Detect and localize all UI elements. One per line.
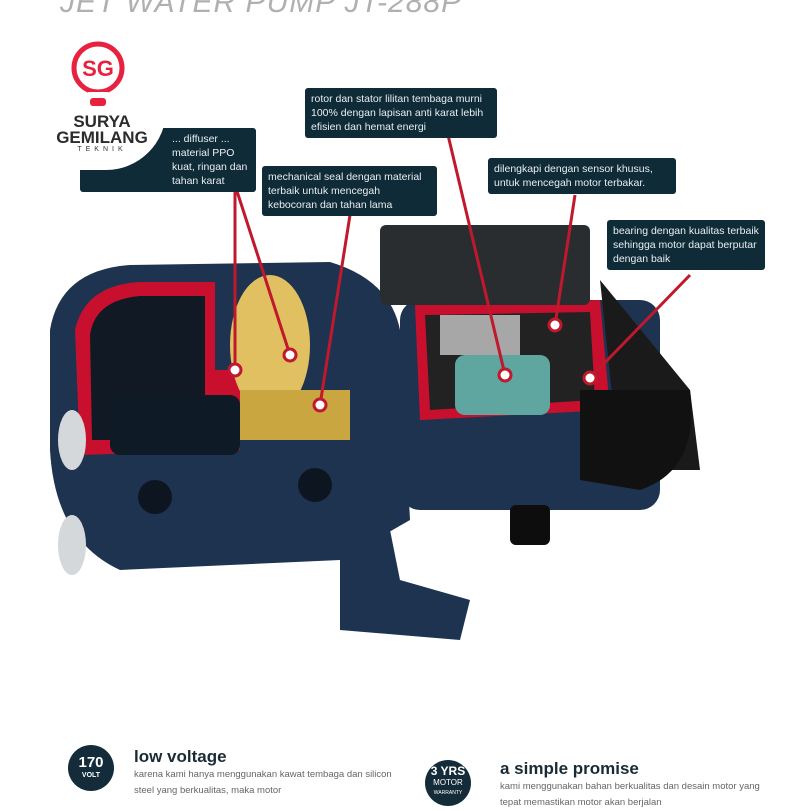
brand-tagline: TEKNIK <box>77 146 127 153</box>
product-title: JET WATER PUMP JT-288P <box>60 0 463 19</box>
badge-unit: VOLT <box>81 772 101 779</box>
brand-name-line1: SURYA <box>73 112 131 131</box>
feature-title: low voltage <box>134 747 227 766</box>
callout-mechanical-seal: mechanical seal dengan material terbaik … <box>262 166 437 216</box>
badge-value: 3 YRS <box>430 764 466 778</box>
brand-name-line2: GEMILANG <box>56 128 148 147</box>
callout-rotor-stator: rotor dan stator lilitan tembaga murni 1… <box>305 88 497 138</box>
lightbulb-logo-icon: SG <box>71 41 125 106</box>
badge-value: 170 <box>78 754 104 771</box>
badge-unit: WARRANTY <box>433 790 463 796</box>
svg-text:SG: SG <box>82 56 114 81</box>
callout-pointers <box>233 134 692 406</box>
callout-bearing: bearing dengan kualitas terbaik sehingga… <box>607 220 765 270</box>
feature-title: a simple promise <box>500 759 639 778</box>
feature-text: kami menggunakan bahan berkualitas dan d… <box>500 781 760 808</box>
badge-mid: MOTOR <box>433 778 463 787</box>
feature-text: karena kami hanya menggunakan kawat temb… <box>134 769 392 796</box>
callout-sensor: dilengkapi dengan sensor khusus, untuk m… <box>488 158 676 194</box>
